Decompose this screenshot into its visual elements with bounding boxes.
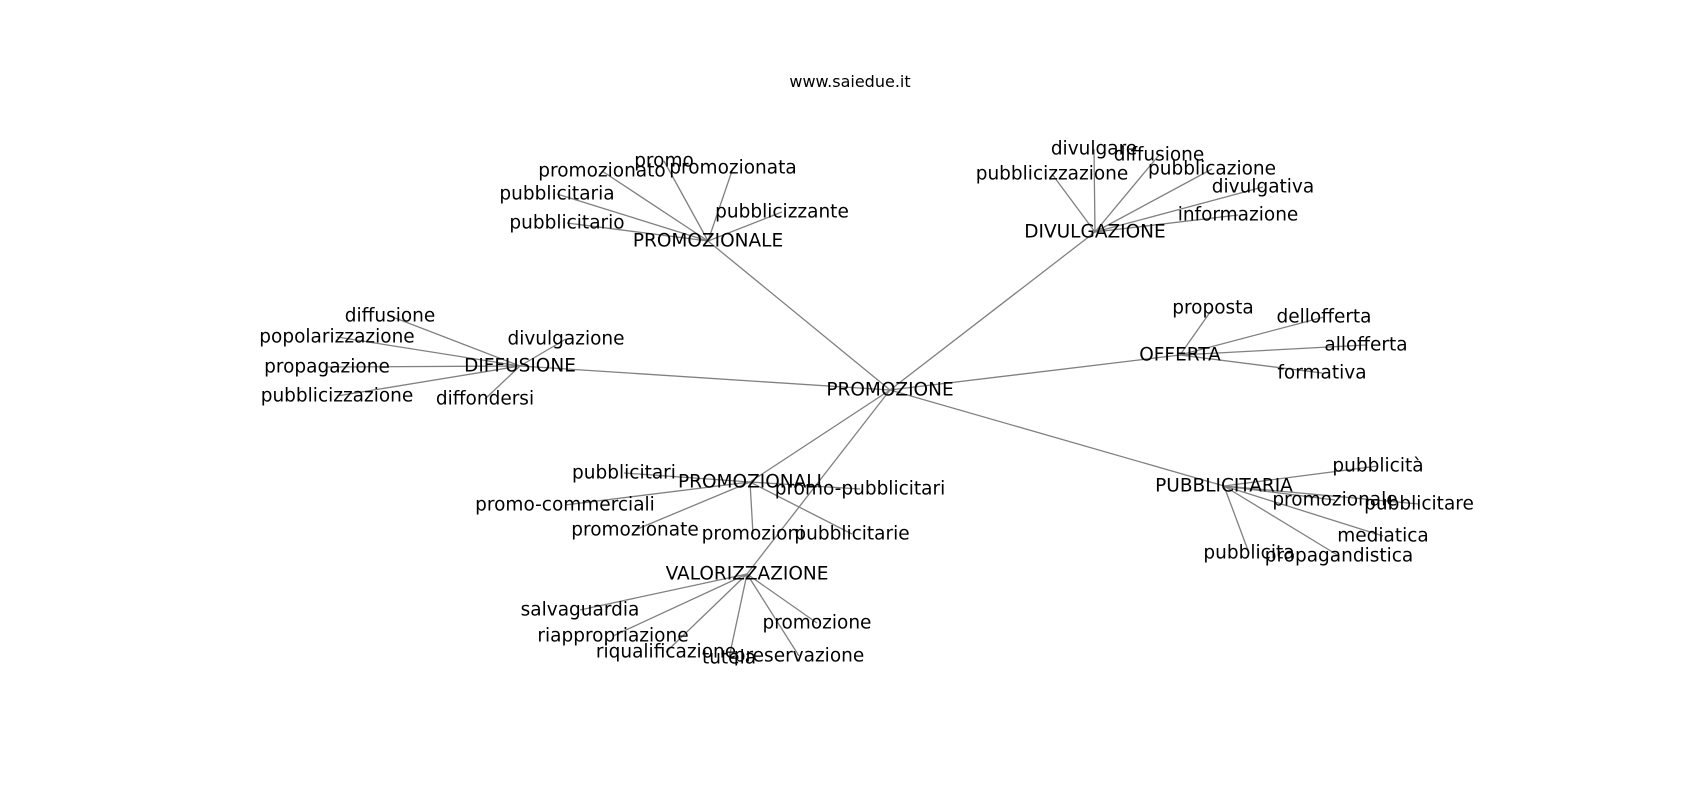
graph-edge bbox=[707, 167, 734, 242]
graph-edge bbox=[663, 160, 709, 242]
graph-node-label: propagazione bbox=[264, 357, 390, 378]
graph-node-label: formativa bbox=[1277, 363, 1366, 384]
graph-node-label: pubblicizzazione bbox=[976, 164, 1129, 185]
graph-node-label-primary: PROMOZIONALI bbox=[678, 472, 822, 493]
graph-node-label: promozionate bbox=[571, 520, 698, 541]
graph-node-label-primary: PROMOZIONALE bbox=[633, 231, 783, 252]
graph-node-label: diffusione bbox=[1114, 145, 1205, 166]
graph-edge bbox=[519, 338, 567, 367]
graph-node-label: mediatica bbox=[1337, 526, 1429, 547]
graph-node-label: pubblicizzante bbox=[715, 202, 849, 223]
graph-edge bbox=[1179, 344, 1367, 356]
graph-node-label-primary: DIVULGAZIONE bbox=[1024, 222, 1165, 243]
graph-node-label: promo-pubblicitari bbox=[775, 479, 946, 500]
graph-node-label: promozioni bbox=[702, 524, 805, 545]
graph-node-label: pubblicitaria bbox=[499, 184, 614, 205]
graph-edge bbox=[389, 315, 521, 367]
graph-edge bbox=[746, 573, 800, 657]
graph-edge bbox=[728, 573, 748, 659]
graph-node-label: dellofferta bbox=[1276, 307, 1371, 328]
graph-edge bbox=[1179, 307, 1214, 356]
graph-node-label: tutela bbox=[702, 648, 756, 669]
graph-node-label: promozione bbox=[763, 613, 872, 634]
graph-node-label: pubblicitarie bbox=[794, 524, 909, 545]
graph-edge bbox=[556, 193, 709, 242]
graph-edge bbox=[749, 481, 861, 490]
graph-edge bbox=[665, 573, 748, 653]
graph-node-label: promozionale bbox=[1272, 490, 1397, 511]
graph-node-label-primary: PUBBLICITARIA bbox=[1155, 476, 1293, 497]
graph-edge bbox=[566, 222, 709, 242]
graph-node-label: preservazione bbox=[734, 646, 865, 667]
graph-node-label-primary: VALORIZZAZIONE bbox=[666, 564, 829, 585]
graph-edge bbox=[564, 481, 751, 506]
graph-edge bbox=[336, 365, 521, 397]
graph-node-label: divulgazione bbox=[507, 329, 624, 350]
graph-edge bbox=[623, 472, 751, 483]
graph-edge bbox=[1223, 465, 1379, 487]
graph-edge bbox=[612, 573, 748, 637]
graph-node-label: salvaguardia bbox=[521, 600, 640, 621]
graph-edge bbox=[1094, 154, 1160, 233]
graph-edge bbox=[1051, 173, 1096, 233]
graph-edge bbox=[601, 170, 709, 242]
graph-edge bbox=[1094, 168, 1213, 233]
graph-edge bbox=[1179, 354, 1323, 374]
graph-node-label-primary: PROMOZIONE bbox=[826, 380, 953, 401]
graph-edge bbox=[336, 336, 521, 367]
graph-labels: PROMOZIONE PROMOZIONALE DIVULGAZIONE DIFFUS… bbox=[259, 139, 1474, 669]
graph-node-label: allofferta bbox=[1324, 335, 1407, 356]
graph-node-label: informazione bbox=[1178, 205, 1299, 226]
graph-edge bbox=[1179, 316, 1325, 356]
graph-edge bbox=[749, 481, 754, 535]
graph-edge bbox=[749, 389, 891, 483]
graph-edge bbox=[889, 354, 1181, 391]
graph-edge bbox=[1094, 214, 1239, 233]
graph-node-label: promozionato bbox=[538, 161, 665, 182]
graph-node-label: pubblicizzazione bbox=[261, 386, 414, 407]
graph-edges bbox=[326, 148, 1420, 659]
graph-edge bbox=[707, 211, 783, 242]
graph-node-label: proposta bbox=[1172, 298, 1254, 319]
graph-edge bbox=[1094, 186, 1264, 233]
graph-node-label: pubblicitare bbox=[1364, 494, 1474, 515]
graph-edge bbox=[1223, 485, 1384, 537]
graph-edge bbox=[1093, 148, 1096, 233]
graph-edge bbox=[1223, 485, 1250, 554]
graph-edge bbox=[326, 365, 521, 368]
graph-node-label: diffondersi bbox=[436, 389, 534, 410]
graph-node-label-primary: DIFFUSIONE bbox=[464, 356, 576, 377]
graph-edge bbox=[1223, 485, 1340, 557]
graph-node-label: pubblicitari bbox=[572, 463, 676, 484]
graph-edge bbox=[519, 365, 891, 391]
graph-node-label: promozionata bbox=[669, 158, 796, 179]
graph-node-label: divulgare bbox=[1051, 139, 1137, 160]
graph-edge bbox=[1223, 485, 1420, 505]
graph-node-label: promo bbox=[634, 151, 694, 172]
graph-node-label: riappropriazione bbox=[537, 626, 688, 647]
graph-edge bbox=[889, 389, 1225, 487]
graph-node-label: pubblicitario bbox=[509, 213, 624, 234]
graph-node-label: popolarizzazione bbox=[259, 327, 414, 348]
graph-edge bbox=[746, 389, 891, 575]
graph-node-label: pubblicita bbox=[1203, 543, 1294, 564]
graph-edge bbox=[889, 231, 1096, 391]
graph-edge bbox=[634, 481, 751, 531]
graph-node-label-primary: OFFERTA bbox=[1139, 345, 1221, 366]
graph-node-label: pubblicità bbox=[1332, 456, 1423, 477]
graph-node-label: propagandistica bbox=[1265, 546, 1414, 567]
graph-node-label: pubblicazione bbox=[1148, 159, 1276, 180]
graph-edge bbox=[579, 573, 748, 611]
graph-edge bbox=[749, 481, 853, 535]
graph-node-label: promo-commerciali bbox=[475, 495, 655, 516]
graph-edge bbox=[707, 240, 891, 391]
graph-node-label: divulgativa bbox=[1212, 177, 1314, 198]
graph-edge bbox=[484, 365, 521, 400]
graph-edge bbox=[746, 573, 818, 624]
graph-node-label: diffusione bbox=[345, 306, 436, 327]
site-title: www.saiedue.it bbox=[789, 72, 911, 91]
graph-node-label: riqualificazione bbox=[596, 642, 736, 663]
